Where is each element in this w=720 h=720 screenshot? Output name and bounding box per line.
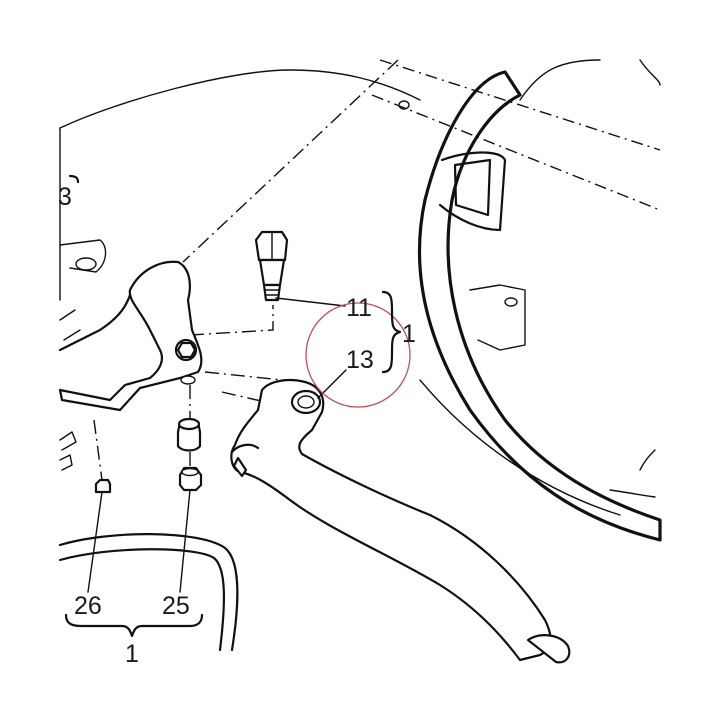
right-brace <box>381 290 402 374</box>
lever <box>230 379 571 664</box>
cover-panel <box>59 69 421 301</box>
bushing <box>176 385 202 468</box>
callout-25: 25 <box>162 592 190 620</box>
callout-26: 26 <box>74 592 102 620</box>
callout-group-bottom: 1 <box>125 640 139 668</box>
bottom-brace <box>64 613 204 638</box>
nut <box>178 466 203 492</box>
callout-13: 13 <box>346 346 374 374</box>
callout-11: 11 <box>346 294 372 322</box>
callouts: 3 11 13 1 26 25 1 <box>58 174 416 668</box>
handguard <box>398 59 662 542</box>
leader-lines <box>87 297 347 593</box>
mirror-bracket <box>58 260 203 471</box>
callout-group-right: 1 <box>402 320 416 348</box>
pivot-bolt <box>254 230 289 302</box>
highlight-circle <box>305 302 411 408</box>
callout-3: 3 <box>58 183 72 211</box>
screw <box>93 419 112 494</box>
cable <box>58 533 239 652</box>
